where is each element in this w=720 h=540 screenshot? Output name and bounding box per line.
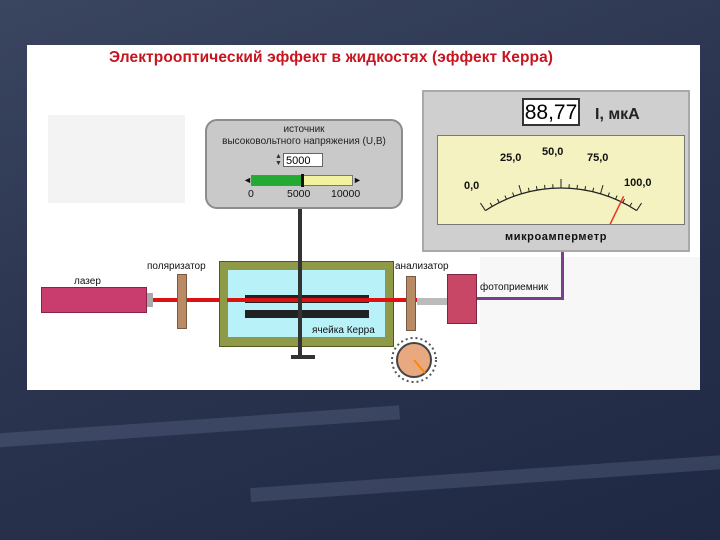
meter-ticks	[480, 179, 642, 211]
slider-tick-label: 0	[248, 188, 254, 200]
meter-tick	[527, 187, 530, 192]
photodetector-label: фотоприемник	[480, 282, 549, 293]
polarizer-label: поляризатор	[147, 261, 206, 272]
blank-area-right	[480, 257, 700, 390]
meter-wire	[561, 252, 564, 299]
scale-label: 0,0	[464, 180, 480, 192]
slider-left-arrow-icon[interactable]: ◄	[243, 175, 252, 185]
simulation-panel: Электрооптический эффект в жидкостях (эф…	[27, 45, 700, 390]
meter-tick	[592, 187, 595, 192]
voltage-spinner[interactable]: ▲▼	[275, 153, 282, 167]
scale-label: 75,0	[587, 152, 609, 164]
voltage-slider-thumb[interactable]	[301, 174, 304, 187]
background-streak	[250, 451, 720, 503]
meter-tick	[607, 192, 610, 197]
kerr-cell[interactable]: ячейка Керра	[219, 261, 394, 347]
meter-tick	[497, 198, 500, 203]
meter-tick	[599, 184, 604, 194]
hv-source-panel: источник высоковольтного напряжения (U,В…	[205, 119, 403, 209]
meter-tick	[636, 202, 642, 211]
kerr-cell-liquid: ячейка Керра	[228, 270, 385, 337]
meter-tick	[518, 184, 523, 194]
page-title: Электрооптический эффект в жидкостях (эф…	[109, 49, 554, 66]
meter-tick	[504, 195, 507, 200]
voltage-slider-fill	[252, 176, 302, 185]
beam-output	[417, 298, 447, 305]
background-streak	[0, 405, 400, 449]
hv-source-label-1: источник	[283, 124, 325, 135]
meter-arc	[485, 187, 637, 212]
scale-label: 25,0	[500, 152, 522, 164]
voltage-slider[interactable]	[251, 174, 353, 187]
meter-tick	[489, 202, 493, 207]
meter-unit: I, мкА	[595, 106, 640, 123]
lower-electrode	[245, 310, 369, 318]
laser-beam-in-cell	[227, 298, 394, 302]
scale-label: 50,0	[542, 146, 564, 158]
analyzer-rotation-knob[interactable]	[389, 335, 439, 385]
slider-right-arrow-icon[interactable]: ►	[353, 175, 362, 185]
meter-tick	[622, 198, 625, 203]
slider-tick-label: 10000	[331, 188, 361, 200]
meter-tick	[512, 192, 515, 197]
meter-scale: 0,0 25,0 50,0 75,0 100,0	[437, 135, 685, 225]
meter-tick	[615, 195, 618, 200]
meter-tick	[629, 202, 633, 207]
meter-name: микроамперметр	[504, 231, 608, 243]
microammeter-panel: 88,77 I, мкА 0,0 25,0 50,0 75,0 100,0 ми…	[422, 90, 690, 252]
hv-wire-foot	[291, 355, 315, 359]
analyzer[interactable]	[406, 276, 416, 331]
hv-source-label-2: высоковольтного напряжения (U,В)	[222, 136, 386, 147]
slider-tick-label: 5000	[287, 188, 311, 200]
polarizer[interactable]	[177, 274, 187, 329]
meter-tick	[535, 186, 538, 191]
meter-tick	[480, 202, 486, 211]
blank-area	[48, 115, 185, 203]
meter-readout: 88,77	[522, 98, 580, 126]
laser[interactable]	[41, 287, 147, 313]
laser-label: лазер	[74, 276, 101, 287]
meter-dial-svg	[480, 179, 642, 224]
meter-needle	[609, 195, 625, 224]
voltage-input[interactable]: 5000	[283, 153, 323, 167]
photodetector[interactable]	[447, 274, 477, 324]
analyzer-label: анализатор	[395, 261, 449, 272]
laser-aperture	[147, 293, 153, 307]
meter-tick	[584, 186, 587, 191]
meter-wire	[477, 297, 564, 300]
kerr-cell-label: ячейка Керра	[312, 325, 375, 336]
scale-label: 100,0	[624, 177, 652, 189]
hv-wire	[298, 209, 302, 359]
